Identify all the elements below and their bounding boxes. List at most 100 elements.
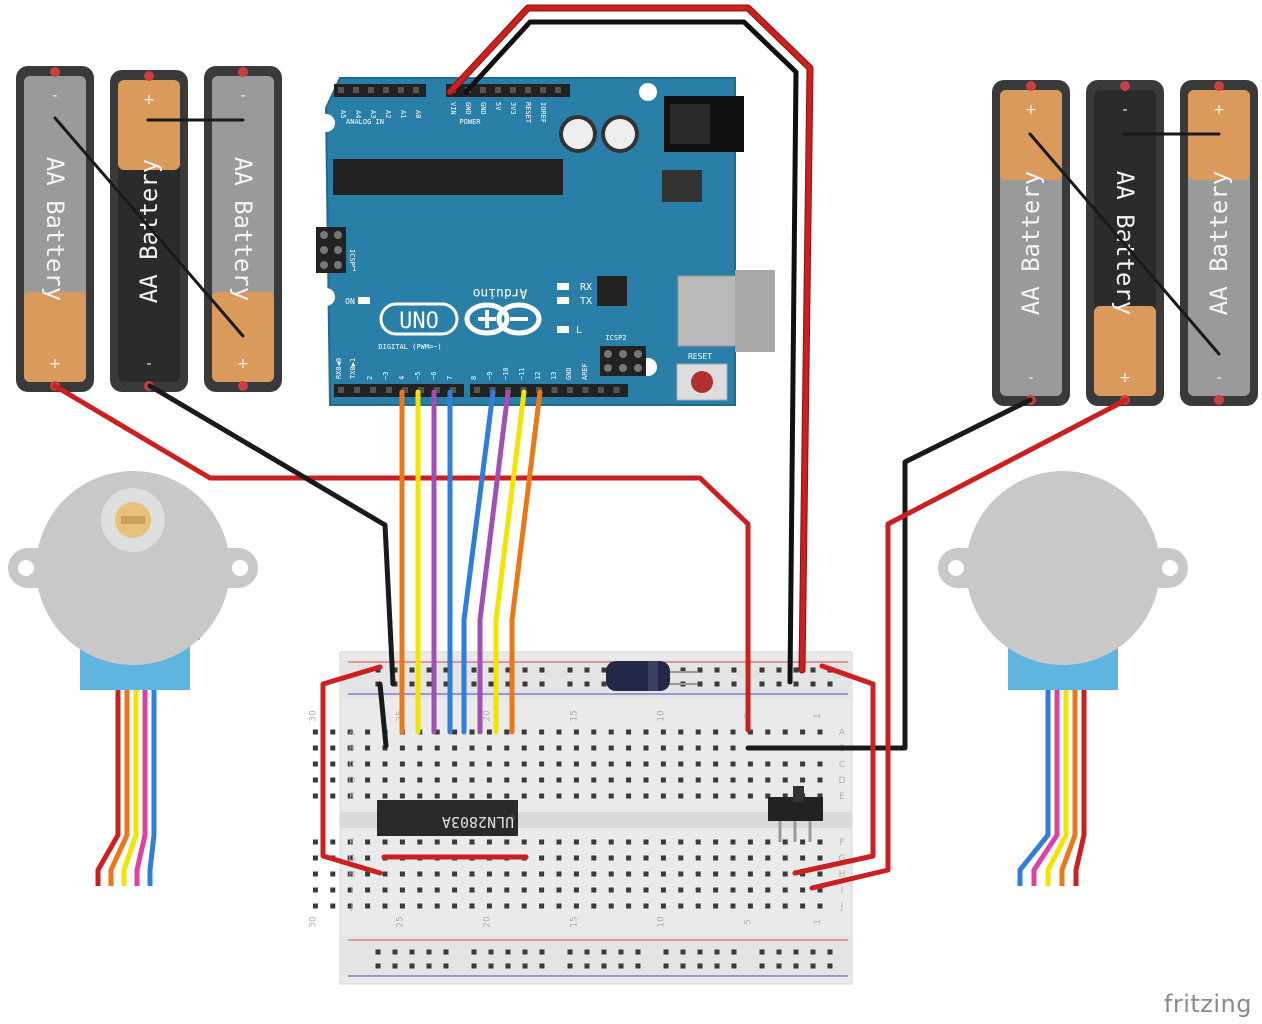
rail-hole[interactable] <box>375 949 381 955</box>
rail-hole[interactable] <box>539 963 545 969</box>
breadboard-hole[interactable] <box>556 839 562 845</box>
breadboard-hole[interactable] <box>504 903 510 909</box>
rail-hole[interactable] <box>827 963 833 969</box>
breadboard-hole[interactable] <box>643 793 649 799</box>
breadboard-hole[interactable] <box>626 729 632 735</box>
rail-hole[interactable] <box>539 681 545 687</box>
header-pin[interactable] <box>353 87 359 93</box>
rail-hole[interactable] <box>488 949 494 955</box>
uln2803a-chip[interactable]: ULN2803A <box>377 800 518 836</box>
header-pin[interactable] <box>413 87 419 93</box>
header-pin[interactable] <box>370 387 376 393</box>
breadboard-hole[interactable] <box>399 761 405 767</box>
slide-switch[interactable] <box>768 786 823 842</box>
breadboard-hole[interactable] <box>800 729 806 735</box>
breadboard-hole[interactable] <box>521 903 527 909</box>
breadboard-hole[interactable] <box>782 839 788 845</box>
breadboard-hole[interactable] <box>678 729 684 735</box>
rail-hole[interactable] <box>471 667 477 673</box>
breadboard-hole[interactable] <box>643 761 649 767</box>
rail-hole[interactable] <box>409 681 415 687</box>
breadboard-hole[interactable] <box>695 903 701 909</box>
breadboard-hole[interactable] <box>713 793 719 799</box>
breadboard-hole[interactable] <box>312 855 318 861</box>
breadboard-hole[interactable] <box>800 839 806 845</box>
breadboard-hole[interactable] <box>452 903 458 909</box>
rail-hole[interactable] <box>759 667 765 673</box>
header-pin[interactable] <box>555 87 561 93</box>
breadboard-hole[interactable] <box>573 871 579 877</box>
rail-hole[interactable] <box>584 963 590 969</box>
rail-hole[interactable] <box>697 963 703 969</box>
breadboard-hole[interactable] <box>417 793 423 799</box>
rail-hole[interactable] <box>663 949 669 955</box>
breadboard-hole[interactable] <box>452 729 458 735</box>
breadboard-hole[interactable] <box>765 729 771 735</box>
breadboard-hole[interactable] <box>817 793 823 799</box>
breadboard-hole[interactable] <box>678 903 684 909</box>
rail-hole[interactable] <box>375 963 381 969</box>
breadboard-hole[interactable] <box>695 729 701 735</box>
breadboard-hole[interactable] <box>417 887 423 893</box>
breadboard-hole[interactable] <box>312 903 318 909</box>
breadboard-hole[interactable] <box>434 839 440 845</box>
breadboard-hole[interactable] <box>573 793 579 799</box>
breadboard-hole[interactable] <box>573 745 579 751</box>
breadboard-hole[interactable] <box>434 887 440 893</box>
breadboard-hole[interactable] <box>434 729 440 735</box>
breadboard-hole[interactable] <box>382 871 388 877</box>
breadboard-hole[interactable] <box>417 903 423 909</box>
breadboard-hole[interactable] <box>399 887 405 893</box>
breadboard-hole[interactable] <box>747 887 753 893</box>
breadboard-hole[interactable] <box>469 777 475 783</box>
breadboard-hole[interactable] <box>713 903 719 909</box>
breadboard-hole[interactable] <box>591 839 597 845</box>
breadboard-hole[interactable] <box>765 903 771 909</box>
header-pin[interactable] <box>582 387 589 393</box>
breadboard-hole[interactable] <box>365 777 371 783</box>
header-pin[interactable] <box>354 387 360 393</box>
rail-hole[interactable] <box>522 667 528 673</box>
breadboard-hole[interactable] <box>660 729 666 735</box>
breadboard-hole[interactable] <box>695 839 701 845</box>
rail-hole[interactable] <box>488 667 494 673</box>
breadboard-hole[interactable] <box>626 793 632 799</box>
breadboard-hole[interactable] <box>365 793 371 799</box>
breadboard-hole[interactable] <box>678 761 684 767</box>
breadboard-hole[interactable] <box>556 777 562 783</box>
breadboard-hole[interactable] <box>591 761 597 767</box>
breadboard-hole[interactable] <box>573 839 579 845</box>
rail-hole[interactable] <box>680 963 686 969</box>
breadboard-hole[interactable] <box>782 761 788 767</box>
breadboard-hole[interactable] <box>608 761 614 767</box>
breadboard-hole[interactable] <box>765 793 771 799</box>
breadboard-hole[interactable] <box>434 745 440 751</box>
breadboard-hole[interactable] <box>626 777 632 783</box>
breadboard-hole[interactable] <box>312 777 318 783</box>
rail-hole[interactable] <box>471 681 477 687</box>
rail-hole[interactable] <box>539 949 545 955</box>
breadboard-hole[interactable] <box>504 793 510 799</box>
rail-hole[interactable] <box>567 681 573 687</box>
breadboard-hole[interactable] <box>469 903 475 909</box>
breadboard-hole[interactable] <box>347 839 353 845</box>
breadboard-hole[interactable] <box>312 839 318 845</box>
breadboard-hole[interactable] <box>504 777 510 783</box>
breadboard-hole[interactable] <box>330 839 336 845</box>
breadboard-hole[interactable] <box>765 887 771 893</box>
breadboard-hole[interactable] <box>695 871 701 877</box>
breadboard-hole[interactable] <box>365 903 371 909</box>
breadboard-hole[interactable] <box>556 871 562 877</box>
breadboard-hole[interactable] <box>312 729 318 735</box>
breadboard-hole[interactable] <box>365 871 371 877</box>
rail-hole[interactable] <box>827 949 833 955</box>
rail-hole[interactable] <box>443 667 449 673</box>
breadboard-hole[interactable] <box>365 745 371 751</box>
rail-hole[interactable] <box>680 667 686 673</box>
header-pin[interactable] <box>434 387 440 393</box>
breadboard-hole[interactable] <box>678 777 684 783</box>
breadboard-hole[interactable] <box>330 745 336 751</box>
breadboard-hole[interactable] <box>730 903 736 909</box>
breadboard-hole[interactable] <box>660 793 666 799</box>
breadboard-hole[interactable] <box>713 745 719 751</box>
